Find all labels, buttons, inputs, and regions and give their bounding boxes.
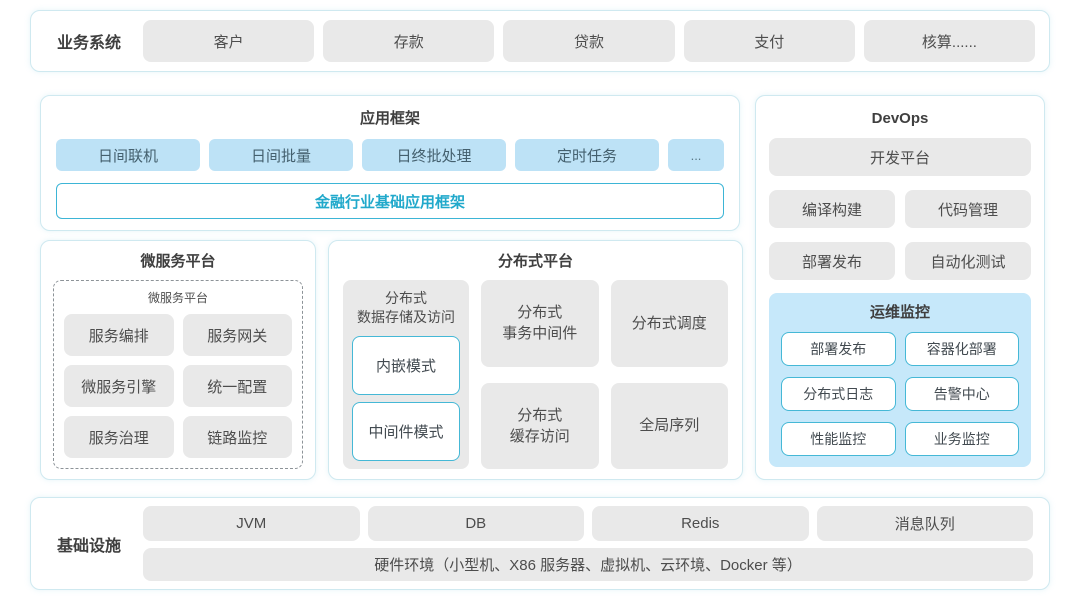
af-item-dayend-batch: 日终批处理	[362, 139, 506, 171]
infrastructure-body: JVM DB Redis 消息队列 硬件环境（小型机、X86 服务器、虚拟机、云…	[143, 506, 1033, 581]
distributed-cache-box: 分布式 缓存访问	[481, 382, 599, 469]
ms-item-governance: 服务治理	[64, 416, 174, 458]
business-item-accounting: 核算......	[863, 20, 1036, 62]
distributed-sequence-box: 全局序列	[610, 382, 728, 469]
devops-panel: DevOps 开发平台 编译构建 代码管理 部署发布 自动化测试 运维监控 部署…	[755, 95, 1045, 480]
distributed-storage-label-line1: 分布式	[385, 290, 427, 306]
af-item-daytime-online: 日间联机	[56, 139, 200, 171]
infra-item-mq: 消息队列	[816, 506, 1033, 541]
app-framework-items-row: 日间联机 日间批量 日终批处理 定时任务 ...	[56, 139, 724, 171]
monitor-item-deploy: 部署发布	[781, 332, 896, 366]
infrastructure-items-row: JVM DB Redis 消息队列	[143, 506, 1033, 541]
app-framework-title: 应用框架	[359, 110, 420, 127]
infrastructure-label: 基础设施	[56, 537, 121, 555]
microservice-panel: 微服务平台 微服务平台 服务编排 服务网关 微服务引擎 统一配置 服务治理 链路…	[40, 240, 316, 480]
distributed-storage-label: 分布式 数据存储及访问	[352, 289, 460, 327]
microservice-grid: 服务编排 服务网关 微服务引擎 统一配置 服务治理 链路监控	[64, 314, 292, 458]
ms-item-config: 统一配置	[182, 365, 292, 407]
base-app-framework-box: 金融行业基础应用框架	[56, 183, 724, 219]
storage-mode-embedded: 内嵌模式	[352, 336, 460, 395]
ms-item-trace-monitor: 链路监控	[182, 416, 292, 458]
ops-monitoring-title: 运维监控	[869, 304, 930, 321]
app-framework-panel: 应用框架 日间联机 日间批量 日终批处理 定时任务 ... 金融行业基础应用框架	[40, 95, 740, 231]
devops-title: DevOps	[871, 110, 929, 127]
ops-monitoring-panel: 运维监控 部署发布 容器化部署 分布式日志 告警中心 性能监控 业务监控	[769, 293, 1031, 467]
business-systems-label: 业务系统	[56, 35, 121, 52]
infra-item-jvm: JVM	[143, 506, 360, 541]
business-item-payment: 支付	[683, 20, 855, 62]
distributed-storage-box: 分布式 数据存储及访问 内嵌模式 中间件模式	[343, 280, 469, 469]
monitor-item-distributed-log: 分布式日志	[781, 377, 896, 411]
business-items-row: 客户 存款 贷款 支付 核算......	[143, 20, 1036, 62]
hardware-environment-box: 硬件环境（小型机、X86 服务器、虚拟机、云环境、Docker 等）	[143, 548, 1033, 581]
devops-item-build: 编译构建	[769, 190, 895, 228]
monitor-item-performance: 性能监控	[781, 422, 896, 456]
microservice-inner-box: 微服务平台 服务编排 服务网关 微服务引擎 统一配置 服务治理 链路监控	[53, 280, 303, 469]
distributed-transaction-box: 分布式 事务中间件	[481, 280, 599, 367]
business-item-customer: 客户	[143, 20, 315, 62]
distributed-cache-line1: 分布式	[517, 406, 563, 424]
infrastructure-panel: 基础设施 JVM DB Redis 消息队列 硬件环境（小型机、X86 服务器、…	[30, 497, 1050, 590]
infra-item-db: DB	[367, 506, 584, 541]
storage-mode-middleware: 中间件模式	[352, 402, 460, 461]
monitor-item-alert-center: 告警中心	[904, 377, 1019, 411]
distributed-col-right: 分布式调度 全局序列	[610, 280, 728, 469]
ms-item-orchestration: 服务编排	[64, 314, 174, 356]
infra-item-redis: Redis	[592, 506, 809, 541]
devops-grid: 编译构建 代码管理 部署发布 自动化测试	[769, 190, 1031, 280]
distributed-transaction-line1: 分布式	[517, 304, 563, 322]
devops-dev-platform: 开发平台	[769, 138, 1031, 176]
business-item-deposit: 存款	[323, 20, 495, 62]
ops-monitoring-grid: 部署发布 容器化部署 分布式日志 告警中心 性能监控 业务监控	[781, 332, 1019, 456]
af-item-daytime-batch: 日间批量	[209, 139, 353, 171]
business-item-loan: 贷款	[503, 20, 675, 62]
distributed-col-middle: 分布式 事务中间件 分布式 缓存访问	[481, 280, 599, 469]
ms-item-engine: 微服务引擎	[64, 365, 174, 407]
af-item-more: ...	[668, 139, 724, 171]
distributed-panel: 分布式平台 分布式 数据存储及访问 内嵌模式 中间件模式 分布式 事务中间件 分…	[328, 240, 743, 480]
distributed-scheduling-box: 分布式调度	[610, 280, 728, 367]
devops-item-auto-test: 自动化测试	[905, 242, 1031, 280]
af-item-scheduled-task: 定时任务	[515, 139, 659, 171]
distributed-body: 分布式 数据存储及访问 内嵌模式 中间件模式 分布式 事务中间件 分布式 缓存访…	[343, 280, 728, 469]
monitor-item-business: 业务监控	[904, 422, 1019, 456]
distributed-transaction-line2: 事务中间件	[502, 325, 578, 343]
distributed-title: 分布式平台	[497, 253, 573, 270]
distributed-cache-line2: 缓存访问	[509, 427, 570, 445]
business-systems-panel: 业务系统 客户 存款 贷款 支付 核算......	[30, 10, 1050, 72]
devops-item-code-mgmt: 代码管理	[905, 190, 1031, 228]
microservice-title: 微服务平台	[140, 253, 216, 270]
monitor-item-container-deploy: 容器化部署	[904, 332, 1019, 366]
ms-item-gateway: 服务网关	[182, 314, 292, 356]
distributed-storage-label-line2: 数据存储及访问	[357, 309, 455, 325]
microservice-inner-title: 微服务平台	[147, 291, 208, 305]
devops-item-deploy: 部署发布	[769, 242, 895, 280]
